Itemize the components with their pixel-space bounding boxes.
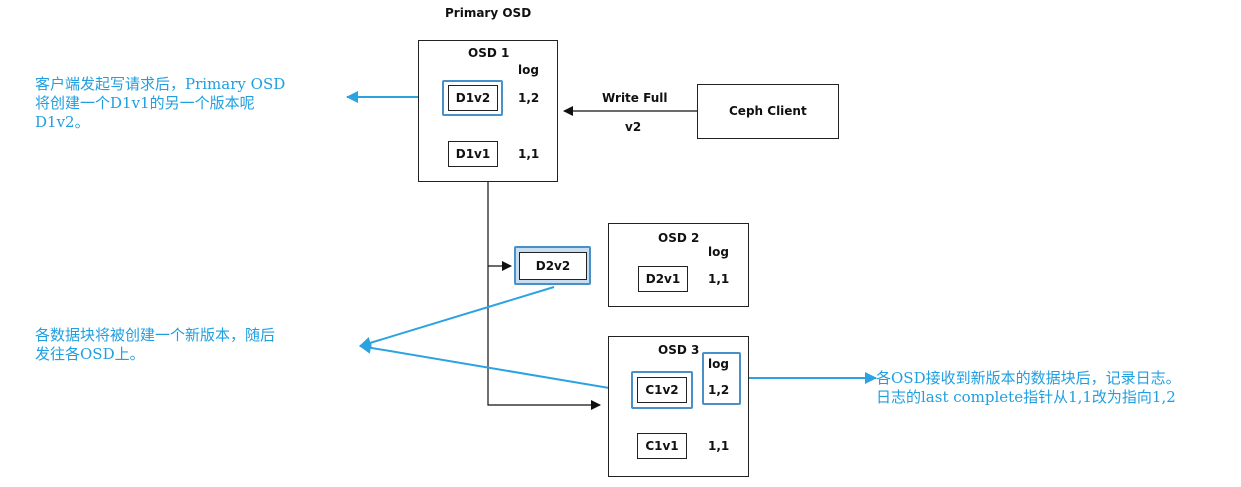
osd1-object-new: D1v2 [448, 85, 498, 111]
osd3-object-new: C1v2 [637, 377, 687, 403]
note-2-line-1: 各数据块将被创建一个新版本，随后 [35, 326, 276, 344]
osd2-title: OSD 2 [658, 231, 700, 245]
note2-pointer-b [359, 341, 628, 392]
osd1-log-old: 1,1 [518, 147, 540, 161]
note-3: 各OSD接收到新版本的数据块后，记录日志。 日志的last complete指针… [876, 369, 1181, 407]
osd2-log-old: 1,1 [708, 272, 730, 286]
osd3-object-highlight [631, 371, 693, 409]
write-full-label: Write Full [602, 91, 668, 105]
write-version-label: v2 [625, 120, 642, 134]
osd1-log-label: log [518, 63, 539, 77]
osd2-incoming-object: D2v2 [519, 252, 587, 280]
note-1-line-2: 将创建一个D1v1的另一个版本呢 [35, 94, 255, 112]
osd3-log-new: 1,2 [708, 383, 730, 397]
osd2-box [608, 223, 749, 307]
osd1-title: OSD 1 [468, 46, 510, 60]
osd2-object-old: D2v1 [638, 266, 688, 292]
osd1-highlight [442, 80, 503, 116]
note-2-line-2: 发往各OSD上。 [35, 345, 145, 363]
ceph-client-box [697, 84, 839, 139]
note-1-line-1: 客户端发起写请求后，Primary OSD [35, 75, 286, 93]
osd1-object-old: D1v1 [448, 141, 498, 167]
osd3-title: OSD 3 [658, 343, 700, 357]
osd3-log-highlight [702, 352, 741, 405]
note2-pointer-a [359, 286, 555, 349]
osd3-object-old: C1v1 [637, 433, 687, 459]
osd1-log-new: 1,2 [518, 91, 540, 105]
note-3-line-2: 日志的last complete指针从1,1改为指向1,2 [876, 388, 1176, 406]
osd3-log-label: log [708, 357, 729, 371]
note-2: 各数据块将被创建一个新版本，随后 发往各OSD上。 [35, 326, 275, 364]
replicate-path [487, 181, 601, 410]
osd2-log-label: log [708, 245, 729, 259]
ceph-client-label: Ceph Client [729, 104, 807, 118]
note-3-line-1: 各OSD接收到新版本的数据块后，记录日志。 [876, 369, 1181, 387]
note-1-line-3: D1v2。 [35, 113, 90, 131]
note-1: 客户端发起写请求后，Primary OSD 将创建一个D1v1的另一个版本呢 D… [35, 75, 285, 132]
primary-osd-label: Primary OSD [445, 6, 532, 20]
osd3-log-old: 1,1 [708, 439, 730, 453]
